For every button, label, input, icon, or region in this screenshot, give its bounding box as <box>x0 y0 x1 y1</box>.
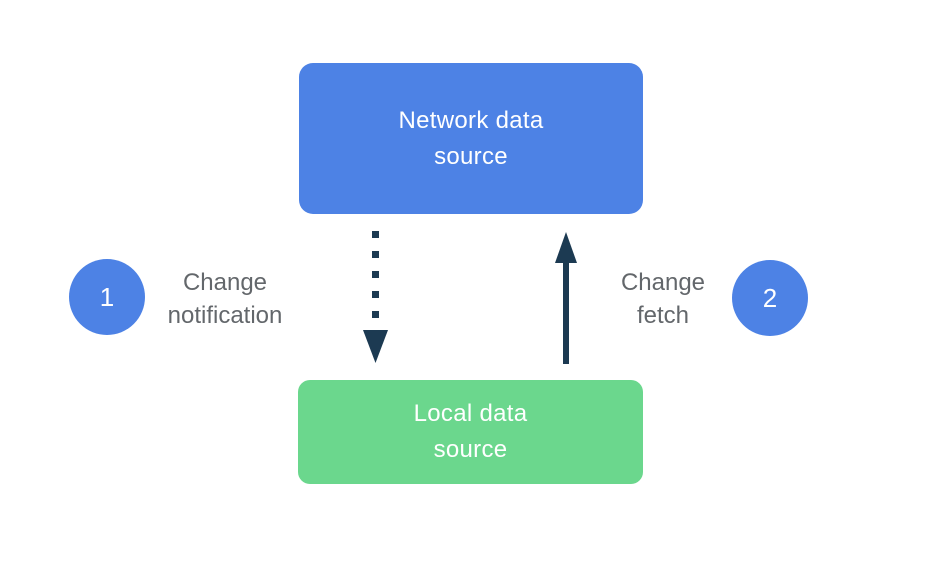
step-1-number: 1 <box>99 281 115 312</box>
step-2-number: 2 <box>762 282 778 313</box>
network-data-source-node: Network data source <box>299 63 643 214</box>
change-fetch-label: Change fetch <box>620 269 706 329</box>
local-data-source-label: Local data source <box>413 400 528 463</box>
step-2-badge: 2 <box>732 260 808 336</box>
step-1-badge: 1 <box>69 259 145 335</box>
dotted-down-arrow <box>363 231 388 363</box>
network-data-source-label: Network data source <box>398 106 544 170</box>
change-notification-label: Change notification <box>167 269 283 329</box>
dotted-down-arrow-head <box>363 330 388 363</box>
local-data-source-node: Local data source <box>298 380 643 484</box>
solid-up-arrow-head <box>555 232 577 263</box>
